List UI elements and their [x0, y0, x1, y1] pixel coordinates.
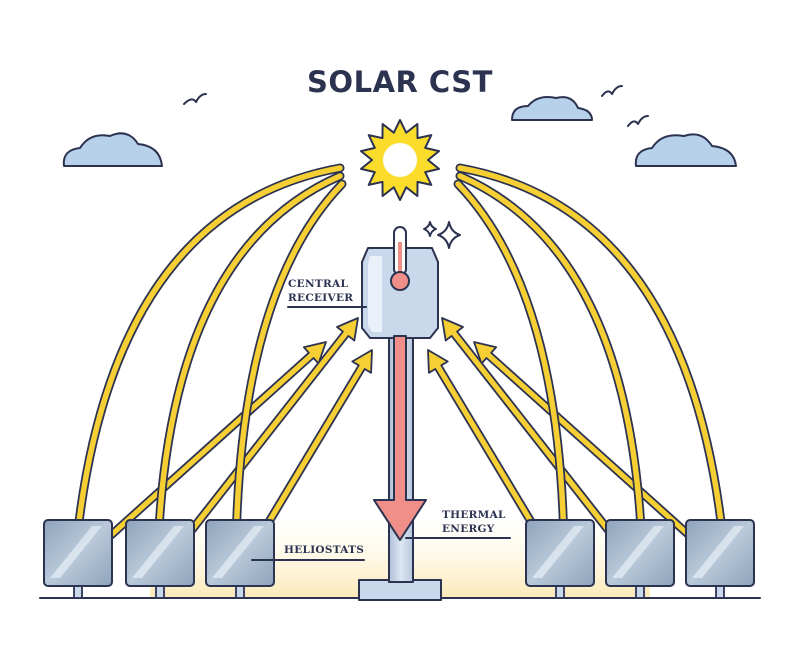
heliostat-mirror: [205, 519, 275, 599]
reflected-ray-arrow: [473, 341, 704, 549]
central-receiver-label-line2: RECEIVER: [288, 292, 353, 304]
cloud-icon: [634, 133, 737, 167]
bird-icon: [627, 115, 649, 127]
sparkle-icon: [437, 221, 461, 249]
heliostat-mirror: [43, 519, 113, 599]
sun-ray-arrow: [455, 171, 652, 553]
bird-icon: [183, 93, 207, 105]
bird-icon: [601, 85, 623, 97]
sun-icon: [360, 119, 440, 201]
sun-ray-arrow: [148, 171, 345, 553]
thermometer-icon: [390, 226, 410, 291]
central-receiver-label-line1: CENTRAL: [288, 278, 348, 290]
heliostat-field: [43, 519, 755, 599]
sparkle-icon: [423, 221, 437, 237]
heliostat-mirror: [525, 519, 595, 599]
sun-ray-arrow: [455, 163, 733, 553]
heliostat-mirror: [685, 519, 755, 599]
reflected-rays: [96, 317, 704, 549]
heliostats-label: HELIOSTATS: [284, 544, 364, 556]
thermal-energy-label-line1: THERMAL: [442, 509, 506, 521]
diagram-title: SOLAR CST: [307, 65, 493, 99]
heliostat-mirror: [605, 519, 675, 599]
heliostat-mirror: [125, 519, 195, 599]
reflected-ray-arrow: [441, 317, 624, 549]
sun-ray-arrow: [67, 163, 345, 553]
thermal-energy-label-line2: ENERGY: [442, 523, 495, 535]
cloud-icon: [62, 132, 163, 167]
thermal-energy-arrow: [373, 335, 427, 541]
cloud-icon: [511, 96, 593, 121]
reflected-ray-arrow: [176, 317, 359, 549]
reflected-ray-arrow: [96, 341, 327, 549]
reflected-ray-arrow: [427, 349, 549, 548]
reflected-ray-arrow: [251, 349, 373, 548]
